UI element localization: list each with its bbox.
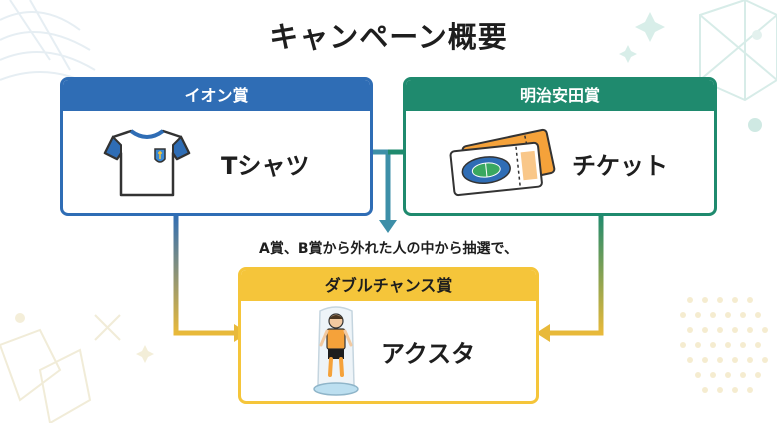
double-chance-prize-card: ダブルチャンス賞 アクスタ <box>238 267 539 404</box>
tshirt-icon <box>103 129 191 197</box>
left-connector-line <box>173 214 236 336</box>
aeon-prize-header: イオン賞 <box>63 80 370 111</box>
right-connector-line <box>548 214 604 336</box>
aeon-prize-item-label: Tシャツ <box>221 152 310 180</box>
page-title: キャンペーン概要 <box>269 20 508 54</box>
meiji-yasuda-prize-item-label: チケット <box>572 152 668 180</box>
center-connector-line <box>372 149 391 222</box>
center-connector-arrowhead <box>379 220 397 233</box>
connector-caption: A賞、B賞から外れた人の中から抽選で、 <box>216 238 561 258</box>
double-chance-prize-item-label: アクスタ <box>381 340 476 368</box>
aeon-prize-card: イオン賞 Tシャツ <box>60 77 373 216</box>
bottom-right-dots <box>680 297 768 393</box>
acrylic-stand-icon <box>313 306 359 396</box>
meiji-yasuda-prize-card: 明治安田賞 チケット <box>403 77 717 216</box>
ticket-icon <box>449 128 556 197</box>
double-chance-prize-header: ダブルチャンス賞 <box>241 270 536 301</box>
meiji-yasuda-prize-header: 明治安田賞 <box>406 80 714 111</box>
bottom-left-pattern <box>0 314 121 423</box>
